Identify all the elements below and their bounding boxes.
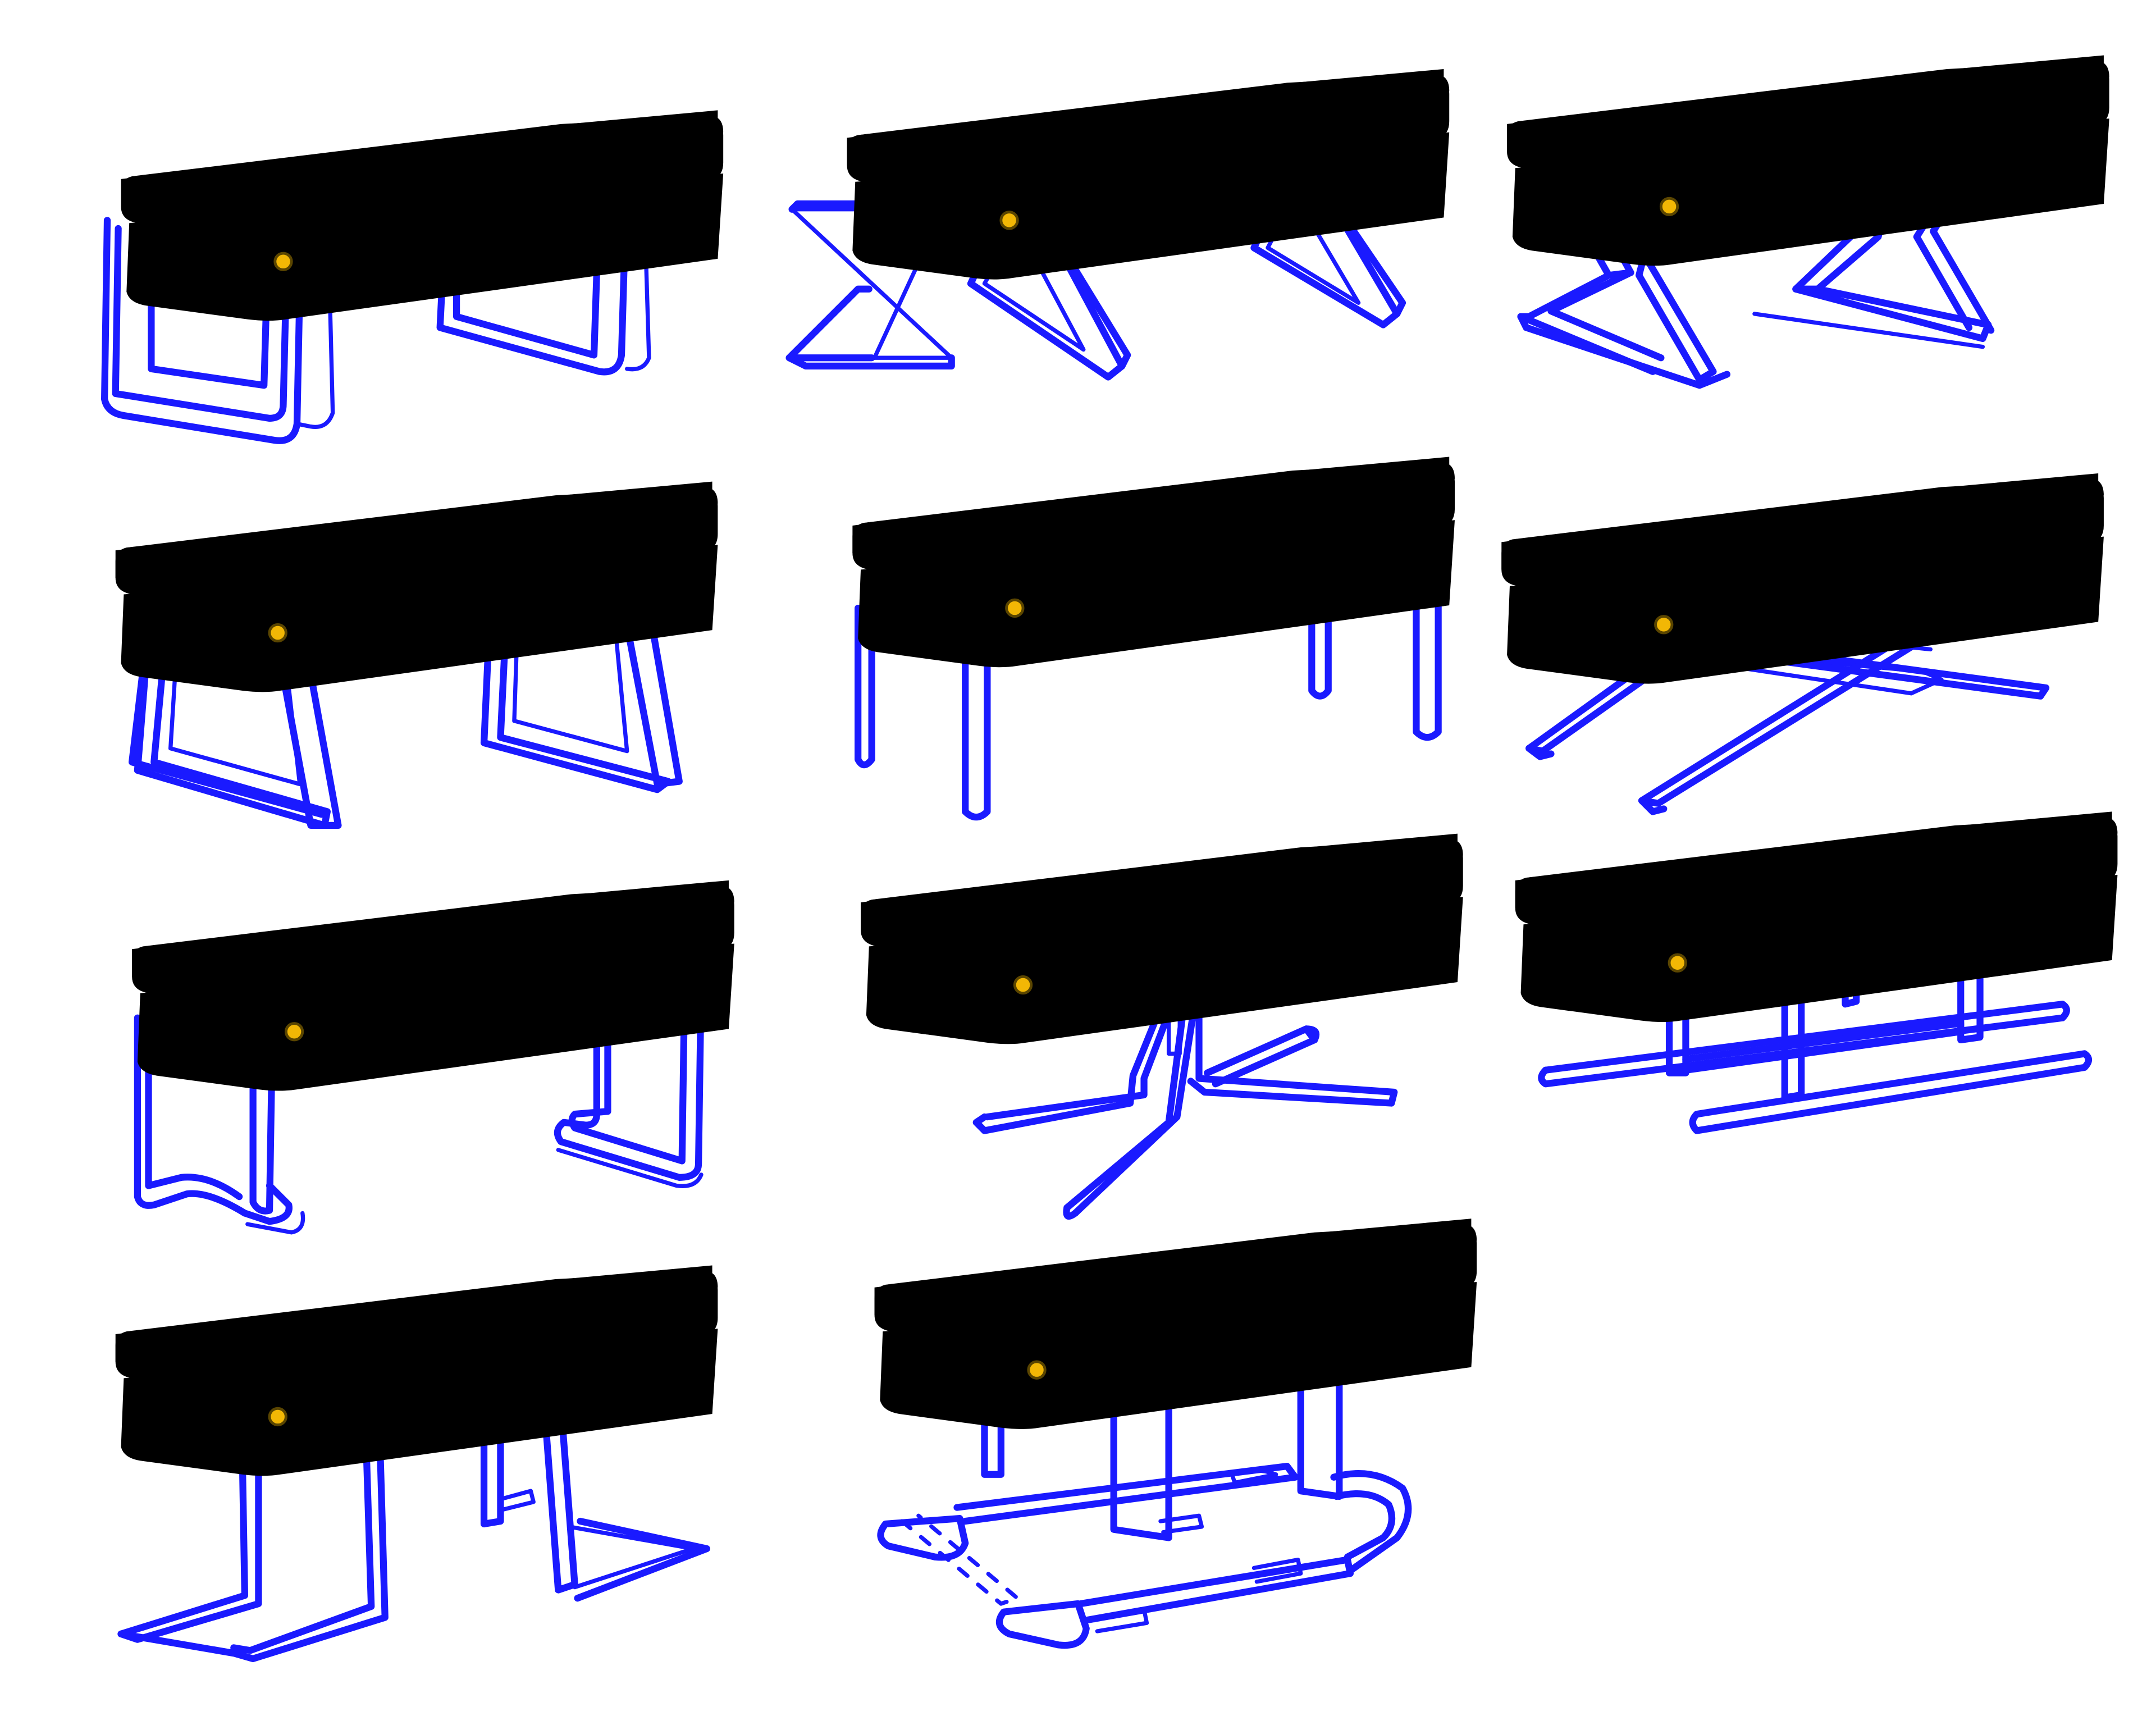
bench-zigzag-x-legs [1507, 55, 2109, 389]
leg-frame [101, 217, 651, 444]
upholstered-cushion [874, 1219, 1477, 1429]
bench-tube-loop-base [874, 1219, 1477, 1649]
upholstered-cushion [1507, 55, 2109, 266]
button-tuft [1668, 953, 1687, 973]
button-tuft [1027, 1360, 1047, 1380]
bench-runner-rail-base [1515, 811, 2118, 1134]
upholstered-cushion [115, 481, 718, 692]
button-tuft [268, 623, 287, 643]
button-tuft [1654, 615, 1674, 635]
leg-frame [117, 1402, 710, 1663]
button-tuft [999, 211, 1019, 230]
button-tuft [273, 252, 293, 271]
upholstered-cushion [121, 110, 724, 321]
bench-four-tube-legs [852, 457, 1455, 821]
bench-trapezoid-legs [115, 481, 718, 829]
leg-frame [128, 604, 683, 829]
upholstered-cushion [115, 1265, 718, 1476]
bench-x-trestle-legs [785, 69, 1450, 381]
upholstered-cushion [852, 457, 1455, 668]
leg-frame [855, 552, 1442, 821]
upholstered-cushion [1515, 811, 2118, 1023]
bench-cantilever-hook-legs [132, 880, 734, 1235]
leg-frame [134, 973, 705, 1235]
button-tuft [1005, 598, 1025, 618]
bench-pedestal-star-base [861, 833, 1463, 1220]
upholstered-cushion [1501, 473, 2104, 684]
bench-sled-loop-legs [101, 110, 724, 444]
bench-variants [101, 55, 2118, 1663]
button-tuft [1659, 197, 1679, 216]
upholstered-cushion [861, 833, 1463, 1044]
leg-frame [972, 969, 1398, 1220]
button-tuft [268, 1407, 287, 1427]
button-tuft [1013, 975, 1033, 995]
bench-z-frame-legs [115, 1265, 718, 1663]
leg-frame [877, 1372, 1412, 1649]
upholstered-cushion [132, 880, 734, 1091]
bench-flat-cross-base [1501, 473, 2104, 815]
button-tuft [284, 1022, 304, 1042]
